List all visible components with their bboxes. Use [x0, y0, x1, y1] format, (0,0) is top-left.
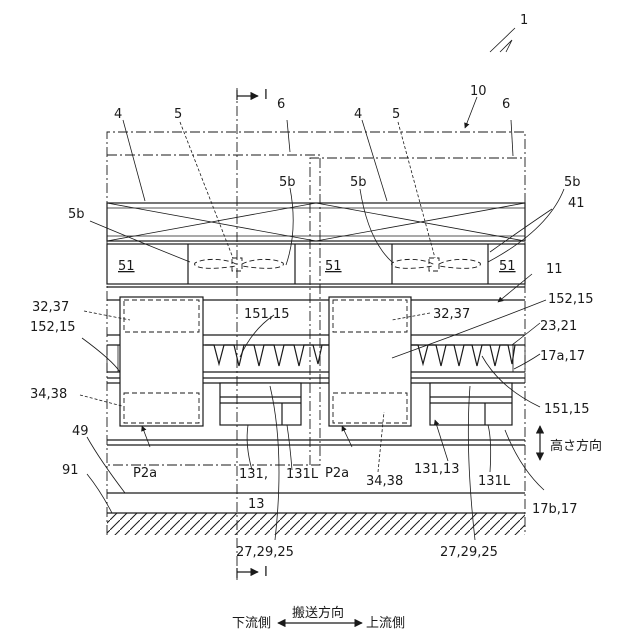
label-151-15-left: 151,15	[244, 307, 290, 322]
legend-transport-direction: 搬送方向	[292, 605, 344, 621]
label-5b-2: 5b	[350, 175, 367, 190]
nozzles-151-right	[410, 345, 515, 366]
cooler-131-left	[220, 383, 301, 425]
label-section-I-bottom: I	[264, 565, 268, 580]
label-152-15-right: 152,15	[548, 292, 594, 307]
label-1: 1	[520, 13, 528, 28]
heater-panel-4	[107, 203, 525, 241]
label-131L-right: 131L	[478, 474, 511, 489]
label-height-direction: 高さ方向	[550, 438, 602, 454]
label-10: 10	[470, 84, 487, 99]
carrier-152-left	[120, 297, 203, 426]
label-5b-1: 5b	[279, 175, 296, 190]
fan-5-right	[392, 258, 481, 271]
label-32-37-right: 32,37	[433, 307, 470, 322]
label-34-38-left: 34,38	[30, 387, 67, 402]
label-5b-4: 5b	[68, 207, 85, 222]
label-17a-17: 17a,17	[540, 349, 585, 364]
label-P2a-left: P2a	[133, 466, 157, 481]
label-17b-17: 17b,17	[532, 502, 577, 517]
fan-5-left	[195, 258, 284, 271]
label-5a: 5	[174, 107, 182, 122]
label-27-29-25-left: 27,29,25	[236, 545, 294, 560]
ground-hatch	[107, 513, 525, 535]
label-4b: 4	[354, 107, 362, 122]
legend-upstream: 上流側	[366, 616, 405, 631]
label-11: 11	[546, 262, 563, 277]
carrier-152-right	[329, 297, 411, 426]
label-51b: 51	[325, 259, 342, 274]
label-section-I-top: I	[264, 88, 268, 103]
label-41: 41	[568, 196, 585, 211]
label-91: 91	[62, 463, 79, 478]
label-5b-3: 5b	[564, 175, 581, 190]
fan-chamber-row	[107, 244, 525, 284]
label-151-15-right: 151,15	[544, 402, 590, 417]
label-131L-left: 131L	[286, 467, 319, 482]
label-P2a-right: P2a	[325, 466, 349, 481]
label-152-15-left: 152,15	[30, 320, 76, 335]
legend-downstream: 下流側	[232, 616, 271, 631]
label-49: 49	[72, 424, 89, 439]
cooler-131-right	[430, 383, 512, 425]
label-23-21: 23,21	[540, 319, 577, 334]
label-131-13-right: 131,13	[414, 462, 460, 477]
label-13-left: 13	[248, 497, 265, 512]
label-131-left: 131,	[239, 467, 268, 482]
label-51c: 51	[499, 259, 516, 274]
label-32-37-left: 32,37	[32, 300, 69, 315]
label-51a: 51	[118, 259, 135, 274]
nozzles-151-left	[205, 345, 330, 366]
label-27-29-25-right: 27,29,25	[440, 545, 498, 560]
label-4a: 4	[114, 107, 122, 122]
label-6b: 6	[502, 97, 510, 112]
label-6a: 6	[277, 97, 285, 112]
label-34-38-right: 34,38	[366, 474, 403, 489]
label-5b: 5	[392, 107, 400, 122]
